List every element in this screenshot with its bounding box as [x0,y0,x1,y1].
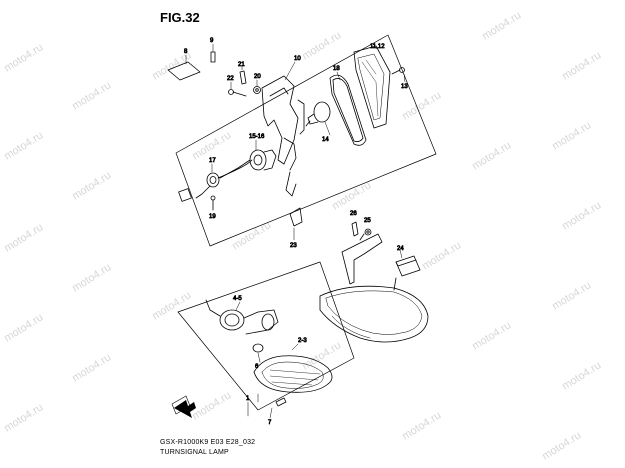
callout-13: 13 [401,84,408,90]
part-4-5-socket [206,300,278,334]
callout-1: 1 [246,396,250,402]
callout-14: 14 [322,137,329,143]
part-8-pad [168,55,200,80]
part-6-gasket [253,344,263,362]
callout-26: 26 [350,211,357,217]
upper-assembly-frame [176,35,436,246]
callout-7: 7 [268,420,272,426]
part-24-relay [394,250,420,290]
part-17-harness [179,160,252,201]
callout-21: 21 [238,62,245,68]
figure-title: FIG.32 [160,10,200,25]
footer-code: GSX-R1000K9 E03 E28_032 [160,439,256,446]
callout-2-3: 2-3 [298,338,307,344]
part-22-bolt [229,82,247,96]
lower-assembly-frame [178,262,354,410]
footer-name: TURNSIGNAL LAMP [160,449,229,456]
part-9-screw [211,44,215,62]
callout-6: 6 [255,364,259,370]
callout-25: 25 [364,218,371,224]
callout-24: 24 [397,246,404,252]
callout-23: 23 [290,243,297,249]
callout-8: 8 [184,49,188,55]
callout-22: 22 [227,76,234,82]
callout-20: 20 [254,74,261,80]
part-18-gasket [330,72,366,145]
part-13-screw [392,68,405,83]
part-14-bulb [306,102,330,135]
part-23-clamp [290,208,302,240]
part-26-bolt [352,222,358,236]
mirror-housing [320,286,428,342]
callout-10: 10 [294,56,301,62]
callout-17: 17 [209,158,216,164]
part-7-screw [270,398,286,418]
callout-9: 9 [210,38,214,44]
part-21-bolt [240,66,246,84]
part-15-16-socket [220,140,276,178]
relay-bracket [342,234,382,284]
callout-15-16: 15-16 [249,134,265,140]
part-10-bracket [262,62,304,196]
part-1-lens [254,356,332,393]
part-19-screw [211,196,215,210]
callout-18: 18 [333,66,340,72]
callout-19: 19 [209,214,216,220]
part-20-nut [254,80,261,94]
part-25-nut [365,229,371,235]
part-11-12-lens [354,46,390,128]
callout-11-12: 11,12 [370,44,385,50]
callout-4-5: 4-5 [233,296,242,302]
front-arrow-icon [172,396,196,418]
